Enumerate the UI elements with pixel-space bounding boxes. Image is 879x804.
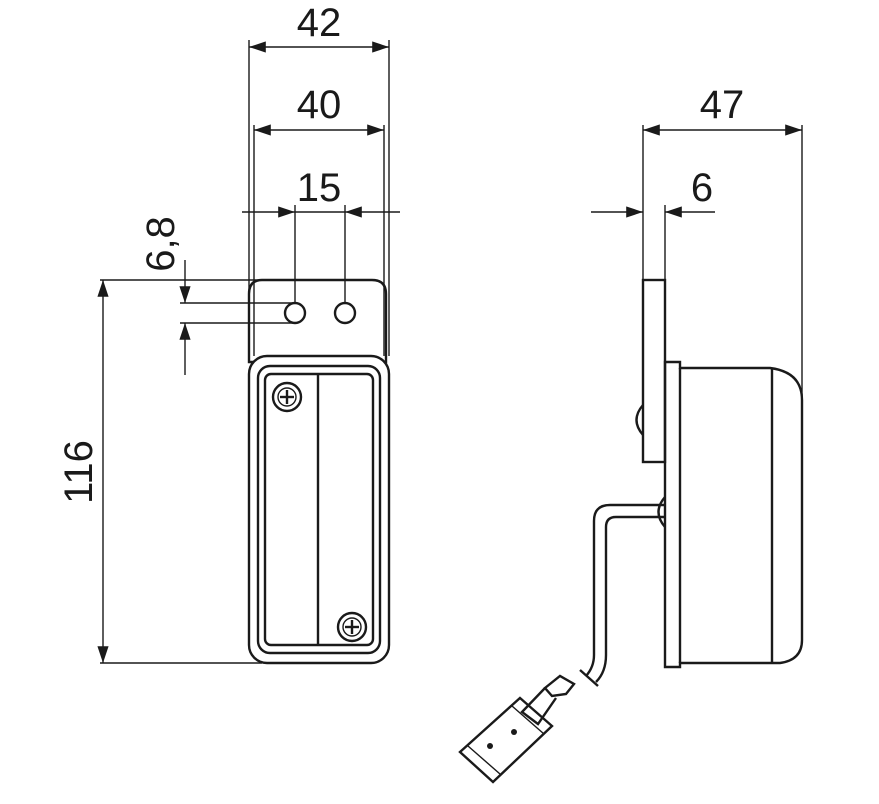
screw-bottom-icon	[336, 611, 368, 643]
dim-label-116: 116	[57, 440, 101, 504]
dim-label-42: 42	[297, 1, 342, 45]
screw-top-icon	[271, 381, 303, 413]
lamp-body-side	[663, 360, 804, 669]
cable-gland	[657, 496, 666, 528]
mounting-hole-left	[283, 301, 307, 325]
bracket-bump	[635, 404, 644, 436]
bracket-side	[641, 278, 667, 464]
connector-plug	[458, 696, 554, 784]
dim-label-15: 15	[297, 166, 342, 210]
connector-neck	[520, 687, 557, 726]
mounting-bracket	[247, 278, 388, 364]
dim-label-6: 6	[691, 166, 713, 210]
side-view: 47 6	[458, 83, 804, 784]
front-view: 42 40 15 6,8 116	[57, 1, 400, 665]
dim-label-6-8: 6,8	[139, 216, 183, 272]
cable-sleeve	[543, 674, 576, 698]
dim-label-47: 47	[700, 83, 745, 127]
cable-lower	[595, 515, 665, 683]
dim-label-40: 40	[297, 83, 342, 127]
lamp-rim	[256, 364, 382, 655]
mounting-hole-right	[333, 301, 357, 325]
cable-upper	[585, 503, 665, 677]
